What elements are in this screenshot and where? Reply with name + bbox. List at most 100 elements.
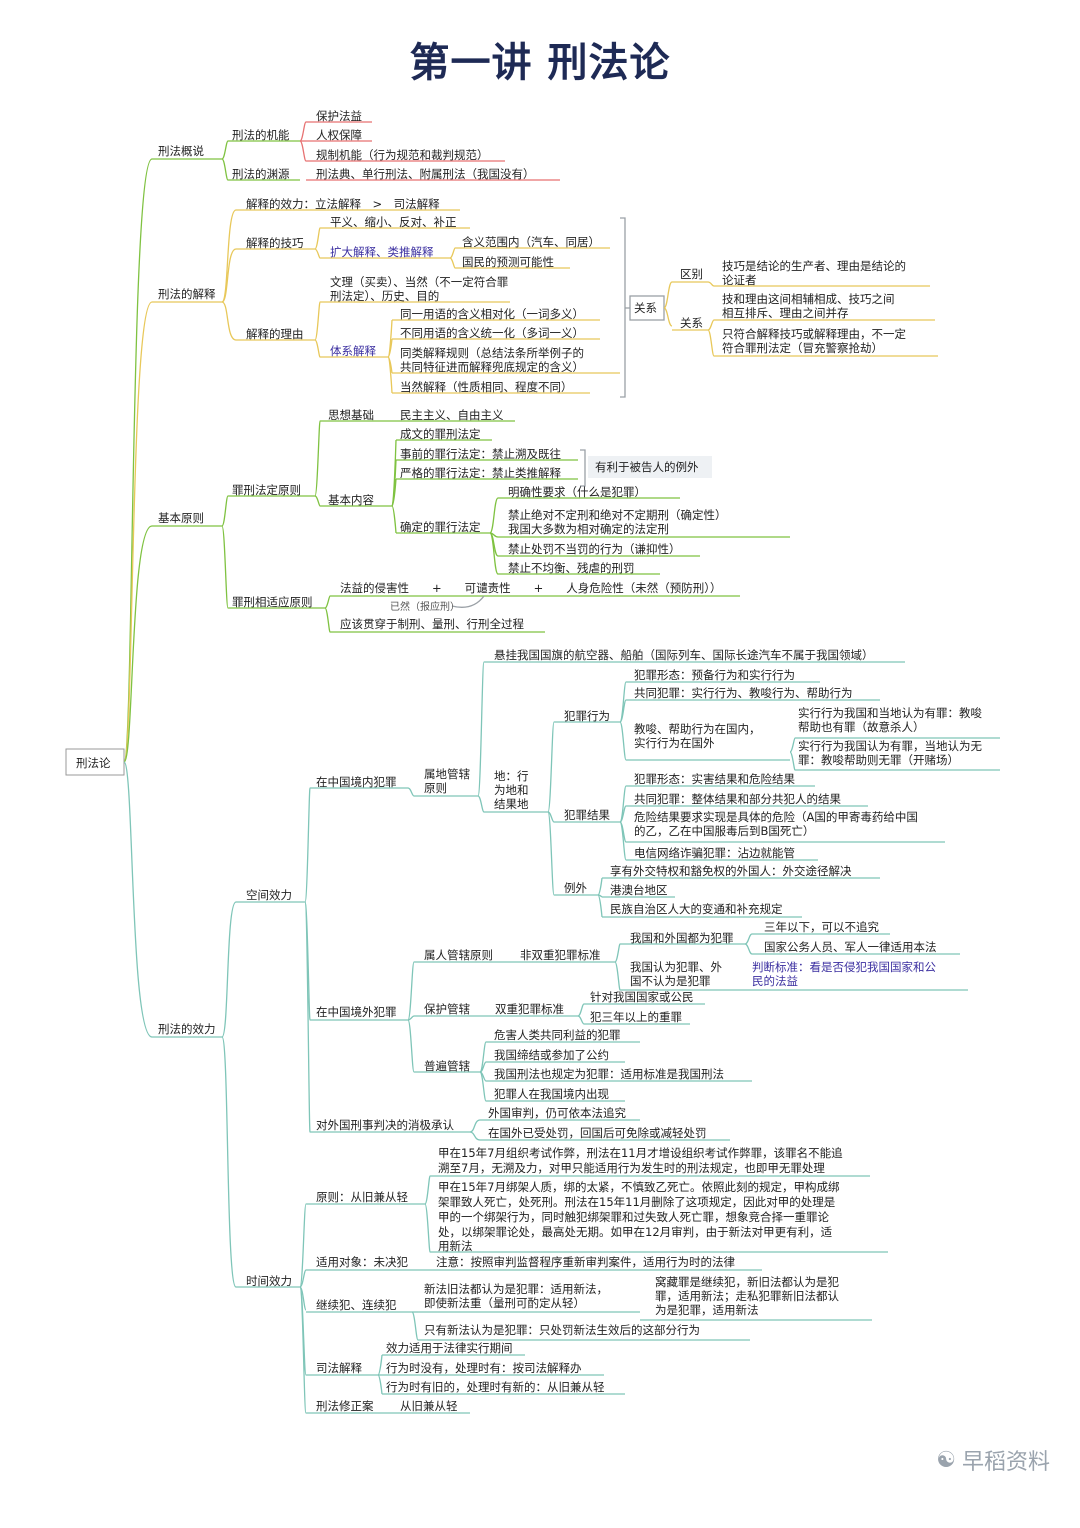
bracket <box>620 217 626 398</box>
branch-curve <box>469 1131 481 1141</box>
node-n4exc1: 享有外交特权和豁免权的外国人：外交途径解决 <box>610 864 852 878</box>
branch-curve <box>744 933 753 945</box>
branch-curve <box>424 1175 431 1205</box>
node-n2c2b: 不同用语的含义统一化（多词一义） <box>400 326 584 340</box>
node-n4act1: 犯罪形态：预备行为和实行行为 <box>634 668 795 682</box>
node-n1a3: 规制机能（行为规范和裁判规范） <box>316 148 489 162</box>
branch-curve <box>221 525 229 609</box>
branch-curve <box>614 943 621 963</box>
node-n4pro: 保护管辖 <box>424 1002 470 1016</box>
branch-curve <box>221 140 229 160</box>
node-n4b5a: 从旧兼从轻 <box>400 1399 458 1413</box>
node-n4b1b4: 处，以绑架罪论处，最高处无期。如甲在12月审判，由于新法对甲更有利，适 <box>438 1225 833 1239</box>
root-node-box <box>65 748 125 776</box>
node-n4res3b: 的乙，乙在中国服毒后到B国死亡） <box>634 824 814 838</box>
node-n2a: 解释的效力：立法解释 > 司法解释 <box>246 197 440 211</box>
node-n2c1a: 文理（买卖）、当然（不一定符合罪 <box>330 275 508 289</box>
node-n3b1: 法益的侵害性 + 可谴责性 + 人身危险性（未然（预防刑）） <box>340 581 722 595</box>
node-n2c2a: 同一用语的含义相对化（一词多义） <box>400 307 584 321</box>
node-n4pro1b: 犯三年以上的重罪 <box>590 1010 682 1024</box>
node-n4exc: 例外 <box>564 881 587 895</box>
node-n2c1b: 刑法定）、历史、目的 <box>330 289 439 303</box>
branch-curve <box>304 787 311 903</box>
node-n2b1: 平义、缩小、反对、补正 <box>330 215 457 229</box>
branch-curve <box>449 257 456 269</box>
branch-curve <box>547 811 555 823</box>
node-n4b1b5: 用新法 <box>438 1239 473 1253</box>
node-n3b1note: 已然（报应刑） <box>390 600 460 613</box>
trunk-curve <box>123 525 153 763</box>
page-title: 第一讲 刑法论 <box>409 40 671 86</box>
node-n4b3: 继续犯、连续犯 <box>316 1298 397 1312</box>
node-n4per1: 非双重犯罪标准 <box>520 948 601 962</box>
node-n4a1c1: 地：行 <box>494 769 529 783</box>
node-n2b2: 扩大解释、类推解释 <box>330 245 434 259</box>
relation-box <box>629 295 665 321</box>
node-n3b2: 应该贯穿于制刑、量刑、行刑全过程 <box>340 617 524 631</box>
node-n1: 刑法概说 <box>158 144 204 158</box>
node-relB2a: 只符合解释技巧或解释理由，不一定 <box>722 327 906 341</box>
branch-curve <box>619 699 627 723</box>
node-n4a1: 在中国境内犯罪 <box>316 775 397 789</box>
branch-curve <box>221 1036 237 1288</box>
node-n4pro1: 双重犯罪标准 <box>495 1002 564 1016</box>
watermark: ☯ 早稻资料 <box>936 1444 1050 1476</box>
branch-curve <box>324 595 331 609</box>
node-n4a1a1: 属地管辖 <box>424 767 470 781</box>
node-n1b: 刑法的渊源 <box>232 167 290 181</box>
node-n4a1a2: 原则 <box>424 781 447 795</box>
node-n3a1a: 民主主义、自由主义 <box>400 408 504 422</box>
bracket <box>580 449 586 487</box>
branch-curve <box>707 319 715 331</box>
branch-curve <box>547 811 555 896</box>
node-n3: 基本原则 <box>158 511 204 525</box>
node-n3a2d1: 明确性要求（什么是犯罪） <box>508 485 646 499</box>
node-n2b2a: 含义范围内（汽车、同居） <box>462 235 600 249</box>
branch-curve <box>407 1019 415 1073</box>
node-n2b: 解释的技巧 <box>246 236 304 250</box>
node-n4b1a2: 溯至7月，无溯及力，对甲只能适用行为发生时的刑法规定，也即甲无罪处理 <box>438 1161 825 1175</box>
node-n3a2d2a: 禁止绝对不定刑和绝对不定期刑（确定性） <box>508 508 727 522</box>
branch-curve <box>619 821 627 861</box>
node-n3a2c: 严格的罪行法定：禁止类推解释 <box>400 466 561 480</box>
node-n4a1b: 悬挂我国国旗的航空器、船舶（国际列车、国际长途汽车不属于我国领域） <box>494 648 874 662</box>
node-relA1b: 论证者 <box>722 273 757 287</box>
node-n3a2d3: 禁止处罚不当罚的行为（谦抑性） <box>508 542 681 556</box>
exception-box <box>588 456 712 478</box>
node-n4b1b3: 甲的一个绑架行为，同时触犯绑架罪和过失致人死亡罪，想象竞合择一重罪论 <box>438 1210 829 1224</box>
branch-curve <box>299 140 307 162</box>
node-n4a: 空间效力 <box>246 888 292 902</box>
node-n3a: 罪刑法定原则 <box>232 483 301 497</box>
node-n4b1b1: 甲在15年7月绑架人质，绑的太紧，不慎致乙死亡。依照此刻的规定，甲构成绑 <box>438 1180 840 1194</box>
node-n4exc2: 港澳台地区 <box>610 883 668 897</box>
branch-curve <box>744 943 753 955</box>
branch-curve <box>469 1119 481 1133</box>
node-n4act3x1: 实行行为我国和当地认为有罪：教唆 <box>798 706 982 720</box>
node-n4per1c2: 民的法益 <box>752 974 798 988</box>
branch-curve <box>314 420 321 497</box>
branch-curve <box>479 1071 487 1102</box>
node-n4b2a: 注意：按照审判监督程序重新审判案件，适用行为时的法律 <box>436 1255 735 1269</box>
node-relA: 区别 <box>680 267 703 281</box>
branch-curve <box>314 495 321 507</box>
wechat-icon: ☯ <box>936 1447 956 1473</box>
node-n4pro1a: 针对我国国家或公民 <box>590 990 694 1004</box>
node-n2c2: 体系解释 <box>330 344 376 358</box>
node-n2c2c1: 同类解释规则（总结法条所举例子的 <box>400 346 584 360</box>
node-n3a2a: 成文的罪刑法定 <box>400 427 481 441</box>
branch-curve <box>299 1286 307 1414</box>
node-relB2b: 符合罪刑法定（冒充警察抢劫） <box>722 341 883 355</box>
node-n4b: 时间效力 <box>246 1274 292 1288</box>
branch-curve <box>707 281 715 287</box>
node-n3a2b: 事前的罪行法定：禁止溯及既往 <box>400 447 561 461</box>
node-n4uni1: 危害人类共同利益的犯罪 <box>494 1028 621 1042</box>
branch-curve <box>221 301 237 341</box>
branch-curve <box>663 281 673 309</box>
branch-curve <box>411 1311 419 1341</box>
node-n4uni3: 我国刑法也规定为犯罪：适用标准是我国刑法 <box>494 1067 724 1081</box>
node-n2b2b: 国民的预测可能性 <box>462 255 554 269</box>
node-n4a3a: 外国审判，仍可依本法追究 <box>488 1106 626 1120</box>
node-n4a3b: 在国外已受处罚，回国后可免除或减轻处罚 <box>488 1126 707 1140</box>
node-n1b1: 刑法典、单行刑法、附属刑法（我国没有） <box>316 167 535 181</box>
branch-curve <box>221 209 237 303</box>
